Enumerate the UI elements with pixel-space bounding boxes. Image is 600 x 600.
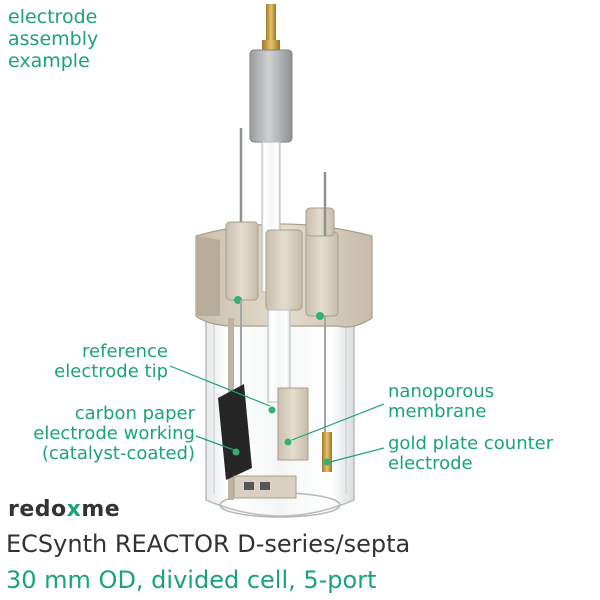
carbon-paper-label: carbon paper electrode working (catalyst… xyxy=(33,403,195,464)
gold-plate-counter-electrode xyxy=(322,432,332,472)
reference-electrode-label: reference electrode tip xyxy=(54,341,168,382)
inner-compartment xyxy=(267,309,309,461)
brand-logo: redoxme xyxy=(8,497,121,522)
leader-lines xyxy=(169,365,385,463)
electrode-assembly-example xyxy=(249,4,293,293)
electrode-assembly-label: electrode assembly example xyxy=(8,6,99,72)
product-title: ECSynth REACTOR D-series/septa xyxy=(6,530,411,558)
carbon-paper-electrode xyxy=(218,384,252,480)
port-indicator-dot xyxy=(316,312,324,320)
membrane-label: nanoporous membrane xyxy=(388,381,495,422)
cell-base xyxy=(233,475,297,499)
product-subtitle: 30 mm OD, divided cell, 5-port xyxy=(6,566,377,594)
gold-counter-label: gold plate counter electrode xyxy=(388,433,554,474)
